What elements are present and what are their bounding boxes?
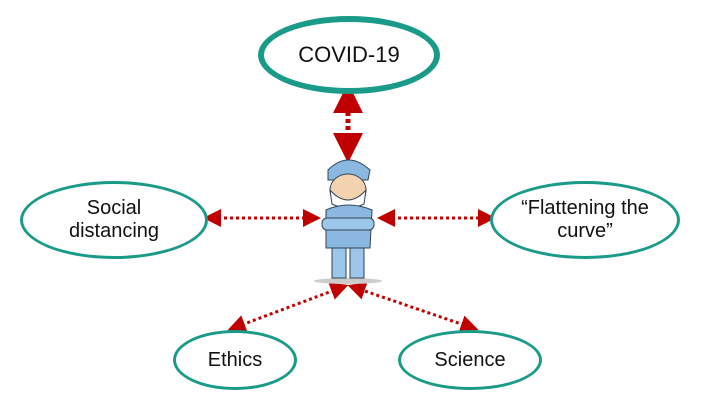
node-science: Science (398, 330, 542, 390)
node-covid-19: COVID-19 (258, 16, 440, 94)
node-label: Science (434, 348, 506, 371)
node-label: Social distancing (68, 197, 160, 242)
arrow-ethics (227, 282, 349, 333)
node-ethics: Ethics (173, 330, 297, 390)
arrow-science (347, 282, 479, 333)
node-label: Ethics (207, 348, 263, 371)
node-label: COVID-19 (298, 42, 400, 67)
node-flattening-the-curve: “Flattening the curve” (490, 181, 680, 259)
doctor-illustration (314, 159, 382, 284)
node-social-distancing: Social distancing (20, 181, 208, 259)
node-label: “Flattening the curve” (521, 197, 649, 242)
